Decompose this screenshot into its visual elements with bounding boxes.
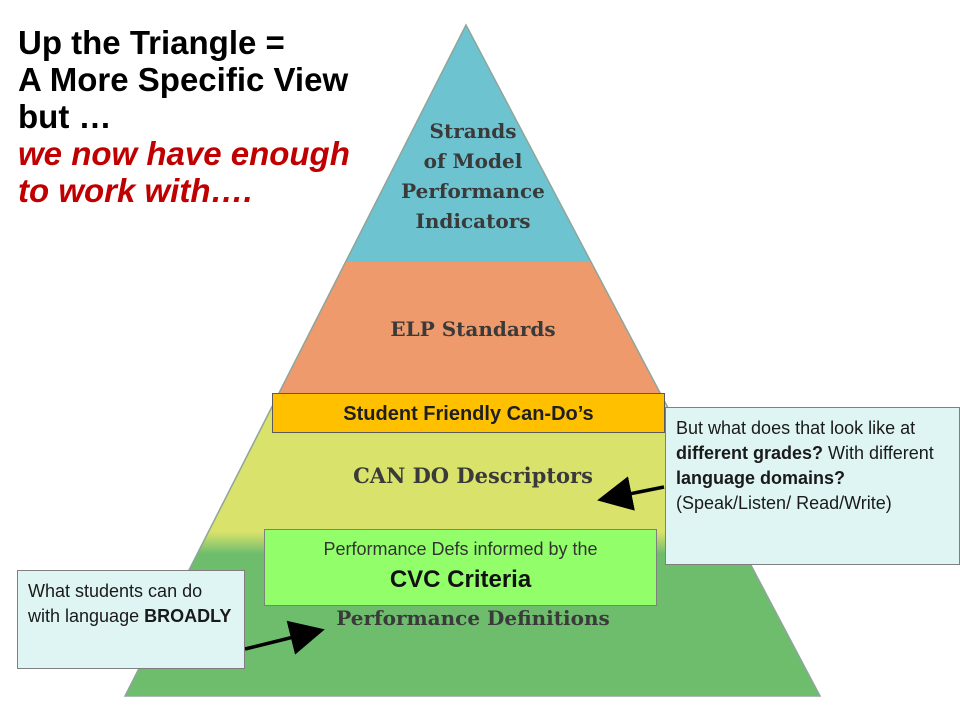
- title-line-3: but …: [18, 98, 112, 135]
- grades-domains-note: But what does that look like at differen…: [665, 407, 960, 565]
- title-line-1: Up the Triangle =: [18, 24, 285, 61]
- note-text: But what does that look like at: [676, 418, 916, 438]
- slide-title: Up the Triangle = A More Specific View b…: [18, 24, 378, 209]
- arrow-to-performance-definitions: [244, 620, 325, 655]
- strands-label-3: Performance: [401, 179, 545, 203]
- title-line-5: to work with….: [18, 172, 253, 209]
- elp-standards-label: ELP Standards: [390, 317, 555, 341]
- cvc-criteria-text: CVC Criteria: [389, 566, 532, 593]
- broadly-note: What students can do with language BROAD…: [17, 570, 245, 669]
- can-do-descriptors-label: CAN DO Descriptors: [353, 463, 593, 488]
- note-text: (Speak/Listen/ Read/Write): [676, 493, 892, 513]
- strands-label-1: Strands: [430, 119, 517, 143]
- note-text: What students can do with language: [28, 581, 203, 626]
- student-friendly-can-dos-box: Student Friendly Can-Do’s: [272, 393, 665, 433]
- note-bold-text: BROADLY: [144, 606, 232, 626]
- strands-label-2: of Model: [424, 149, 523, 173]
- title-line-2: A More Specific View: [18, 61, 349, 98]
- note-bold-text: language domains?: [676, 468, 846, 488]
- note-text: With different: [823, 443, 934, 463]
- performance-defs-text: Performance Defs informed by the: [323, 539, 598, 559]
- strands-label-4: Indicators: [416, 209, 531, 233]
- performance-defs-box: Performance Defs informed by the CVC Cri…: [264, 529, 657, 606]
- performance-definitions-label: Performance Definitions: [336, 606, 610, 630]
- arrow-to-can-do: [597, 476, 665, 511]
- title-line-4: we now have enough: [18, 135, 350, 172]
- note-bold-text: different grades?: [676, 443, 824, 463]
